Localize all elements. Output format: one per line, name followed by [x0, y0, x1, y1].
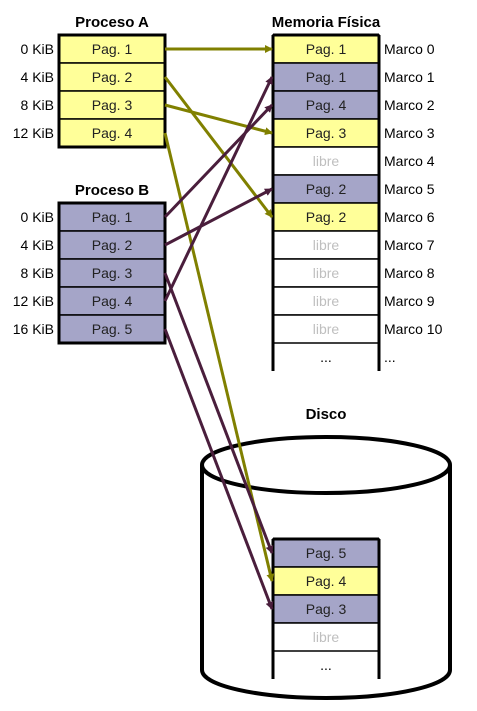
frame-label: Pag. 1 [306, 41, 347, 57]
address-label: 0 KiB [21, 41, 54, 57]
page-label: Pag. 4 [92, 293, 133, 309]
memory-frame: libre Marco 9 [272, 286, 435, 316]
slot-label: Pag. 3 [306, 601, 347, 617]
frame-label: Pag. 2 [306, 181, 347, 197]
frame-cell [272, 62, 380, 92]
marco-label: Marco 10 [384, 321, 443, 337]
page-mapping-arrows [163, 45, 275, 610]
mapping-arrow [163, 103, 274, 219]
page-label: Pag. 2 [92, 237, 133, 253]
frame-label: Pag. 4 [306, 97, 347, 113]
memory-frame: Pag. 1 Marco 1 [272, 62, 435, 92]
proceso-a-page-row: 12 KiB Pag. 4 [13, 118, 166, 148]
memory-frame: libre Marco 4 [272, 146, 435, 176]
frame-cell [272, 314, 380, 344]
proceso-a-page-row: 8 KiB Pag. 3 [21, 90, 166, 120]
disk-slot: Pag. 3 [272, 594, 380, 624]
address-label: 8 KiB [21, 265, 54, 281]
marco-label: Marco 2 [384, 97, 435, 113]
frame-label: Pag. 3 [306, 125, 347, 141]
frame-label: Pag. 2 [306, 209, 347, 225]
frame-cell [272, 258, 380, 288]
page-label: Pag. 1 [92, 41, 133, 57]
proceso-b-page-row: 0 KiB Pag. 1 [21, 202, 166, 232]
marco-label: Marco 1 [384, 69, 435, 85]
frame-label: libre [313, 153, 340, 169]
disco-table: Pag. 5 Pag. 4 Pag. 3 libre ... [271, 537, 381, 679]
disco-title: Disco [306, 406, 347, 423]
memory-more-cells: ... [320, 349, 332, 365]
memory-frame: Pag. 3 Marco 3 [272, 118, 435, 148]
slot-label: libre [313, 629, 340, 645]
slot-label: Pag. 4 [306, 573, 347, 589]
disk-slot: Pag. 4 [272, 566, 380, 596]
marco-label: Marco 5 [384, 181, 435, 197]
marco-label: Marco 8 [384, 265, 435, 281]
mapping-arrow [163, 76, 274, 302]
memory-frame: Pag. 2 Marco 5 [272, 174, 435, 204]
proceso-a-table: 0 KiB Pag. 1 4 KiB Pag. 2 8 KiB Pag. 3 1… [13, 33, 167, 149]
frame-label: libre [313, 321, 340, 337]
address-label: 0 KiB [21, 209, 54, 225]
page-label: Pag. 2 [92, 69, 133, 85]
page-label: Pag. 5 [92, 321, 133, 337]
mapping-arrow [163, 76, 274, 218]
mapping-arrow [164, 187, 273, 247]
proceso-b-title: Proceso B [75, 182, 149, 199]
memory-frame: libre Marco 10 [272, 314, 443, 344]
proceso-b-table: 0 KiB Pag. 1 4 KiB Pag. 2 8 KiB Pag. 3 1… [13, 201, 167, 345]
mapping-arrow [163, 328, 274, 610]
frame-label: libre [313, 237, 340, 253]
marco-label: Marco 4 [384, 153, 435, 169]
marco-label: Marco 3 [384, 125, 435, 141]
memory-frame: Pag. 2 Marco 6 [272, 202, 435, 232]
proceso-b-page-row: 16 KiB Pag. 5 [13, 314, 166, 344]
marco-label: Marco 9 [384, 293, 435, 309]
frame-label: libre [313, 265, 340, 281]
page-label: Pag. 4 [92, 125, 133, 141]
proceso-b-page-row: 12 KiB Pag. 4 [13, 286, 166, 316]
frame-label: Pag. 1 [306, 69, 347, 85]
memoria-title: Memoria Física [272, 14, 381, 31]
address-label: 12 KiB [13, 125, 54, 141]
proceso-b-page-row: 4 KiB Pag. 2 [21, 230, 166, 260]
address-label: 16 KiB [13, 321, 54, 337]
memory-frame: libre Marco 8 [272, 258, 435, 288]
memory-frame: libre Marco 7 [272, 230, 435, 260]
frame-label: libre [313, 293, 340, 309]
memoria-table: Pag. 1 Marco 0 Pag. 1 Marco 1 Pag. 4 Mar… [271, 33, 443, 371]
frame-cell [272, 230, 380, 260]
marco-label: Marco 0 [384, 41, 435, 57]
proceso-a-page-row: 4 KiB Pag. 2 [21, 62, 166, 92]
address-label: 8 KiB [21, 97, 54, 113]
disk-more-slots: ... [320, 657, 332, 673]
address-label: 4 KiB [21, 69, 54, 85]
memory-more-marcos: ... [384, 349, 396, 365]
address-label: 4 KiB [21, 237, 54, 253]
slot-label: Pag. 5 [306, 545, 347, 561]
mapping-arrow [163, 272, 274, 554]
page-cell [58, 202, 166, 232]
page-cell [58, 230, 166, 260]
proceso-a-border [57, 33, 167, 149]
page-label: Pag. 1 [92, 209, 133, 225]
disk-slot: Pag. 5 [272, 538, 380, 568]
proceso-a-title: Proceso A [75, 14, 149, 31]
marco-label: Marco 7 [384, 237, 435, 253]
page-label: Pag. 3 [92, 265, 133, 281]
marco-label: Marco 6 [384, 209, 435, 225]
page-label: Pag. 3 [92, 97, 133, 113]
memory-frame: Pag. 4 Marco 2 [272, 90, 435, 120]
memory-frame: Pag. 1 Marco 0 [272, 34, 435, 64]
disk-slot: libre [272, 622, 380, 652]
proceso-a-page-row: 0 KiB Pag. 1 [21, 34, 166, 64]
proceso-b-page-row: 8 KiB Pag. 3 [21, 258, 166, 288]
address-label: 12 KiB [13, 293, 54, 309]
mapping-arrow [164, 103, 273, 136]
